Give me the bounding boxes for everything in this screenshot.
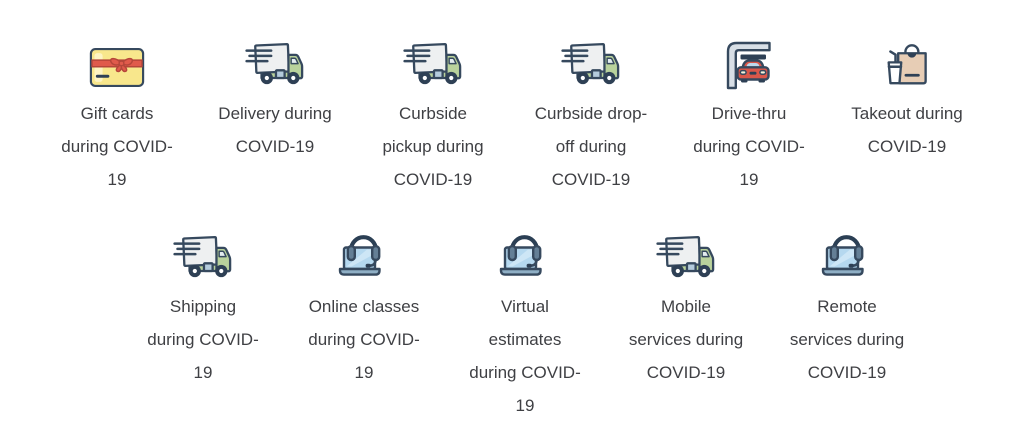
delivery-truck-icon — [401, 40, 465, 90]
icon-box — [87, 33, 147, 90]
delivery-truck-icon — [243, 40, 307, 90]
service-label: Remote services during COVID-19 — [789, 297, 905, 382]
delivery-truck-icon — [559, 40, 623, 90]
service-item-remote-services: Remote services during COVID-19 — [771, 226, 924, 389]
service-item-mobile-services: Mobile services during COVID-19 — [610, 226, 763, 389]
service-item-curbside-drop-off: Curbside drop- off during COVID-19 — [516, 33, 666, 196]
icon-box — [882, 33, 933, 90]
service-item-takeout: Takeout during COVID-19 — [832, 33, 982, 163]
icon-box — [337, 226, 391, 283]
service-item-drive-thru: Drive-thru during COVID- 19 — [674, 33, 824, 196]
laptop-headset-icon — [498, 231, 552, 283]
service-label: Shipping during COVID- 19 — [147, 297, 259, 382]
service-label: Curbside pickup during COVID-19 — [382, 104, 484, 189]
service-item-shipping: Shipping during COVID- 19 — [127, 226, 280, 389]
icon-box — [724, 33, 774, 90]
drive-thru-icon — [724, 38, 774, 90]
service-label: Gift cards during COVID- 19 — [61, 104, 173, 189]
icon-box — [654, 226, 718, 283]
icon-box — [559, 33, 623, 90]
service-label: Online classes during COVID- 19 — [308, 297, 420, 382]
laptop-headset-icon — [337, 231, 391, 283]
delivery-truck-icon — [654, 233, 718, 283]
delivery-truck-icon — [171, 233, 235, 283]
takeout-bag-icon — [882, 41, 933, 90]
service-label: Takeout during COVID-19 — [851, 104, 963, 156]
icon-box — [243, 33, 307, 90]
icon-box — [171, 226, 235, 283]
gift-card-icon — [87, 45, 147, 90]
service-item-delivery: Delivery during COVID-19 — [200, 33, 350, 163]
icon-box — [401, 33, 465, 90]
service-label: Delivery during COVID-19 — [218, 104, 332, 156]
laptop-headset-icon — [820, 231, 874, 283]
services-row-1: Gift cards during COVID- 19 Delivery dur… — [0, 33, 1024, 196]
service-label: Curbside drop- off during COVID-19 — [534, 104, 648, 189]
services-row-2: Shipping during COVID- 19 Online classes… — [13, 226, 1024, 422]
service-item-online-classes: Online classes during COVID- 19 — [288, 226, 441, 389]
service-label: Drive-thru during COVID- 19 — [693, 104, 805, 189]
service-item-gift-cards: Gift cards during COVID- 19 — [42, 33, 192, 196]
service-label: Mobile services during COVID-19 — [628, 297, 744, 382]
icon-box — [820, 226, 874, 283]
service-label: Virtual estimates during COVID- 19 — [469, 297, 581, 415]
icon-box — [498, 226, 552, 283]
service-item-virtual-estimates: Virtual estimates during COVID- 19 — [449, 226, 602, 422]
service-item-curbside-pickup: Curbside pickup during COVID-19 — [358, 33, 508, 196]
